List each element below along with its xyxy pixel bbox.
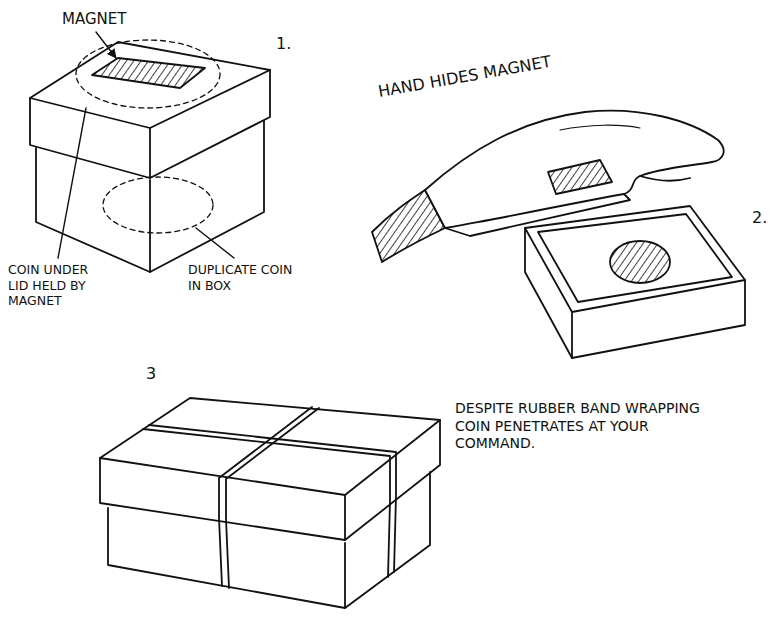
- leader-line: [196, 228, 234, 258]
- magnet: [92, 58, 205, 88]
- figure-number: 2.: [752, 208, 767, 228]
- callout-label: COIN UNDER LID HELD BY MAGNET: [8, 262, 112, 309]
- leader-line: [58, 108, 86, 258]
- callout-label: HAND HIDES MAGNET: [377, 52, 553, 102]
- dashed-circle: [76, 40, 220, 108]
- hand: [425, 111, 724, 228]
- figure-number: 1.: [276, 34, 291, 54]
- figure-number: 3: [146, 364, 156, 384]
- coin: [610, 241, 670, 283]
- rubber-band: [143, 407, 396, 588]
- hand-figure-two: [372, 111, 745, 358]
- callout-label: DUPLICATE COIN IN BOX: [188, 262, 296, 293]
- dashed-circle: [103, 177, 213, 233]
- callout-label: DESPITE RUBBER BAND WRAPPING COIN PENETR…: [455, 400, 705, 453]
- callout-label: MAGNET: [62, 10, 126, 29]
- magnet: [548, 160, 612, 194]
- leader-line: [96, 32, 116, 58]
- box-figure-one: [30, 32, 270, 272]
- box-figure-three: [100, 398, 440, 608]
